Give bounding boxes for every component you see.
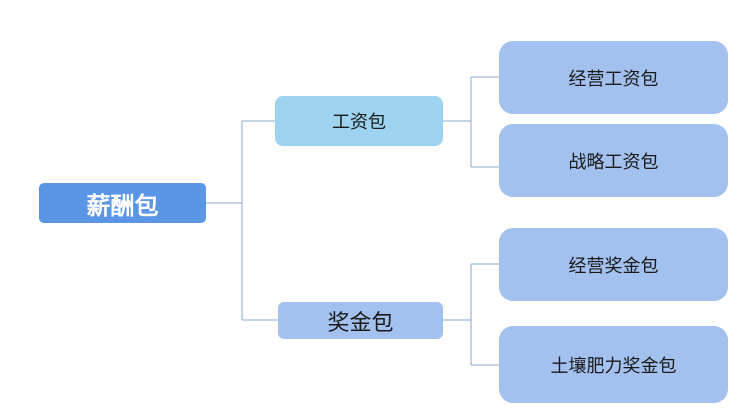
- branch-node-gongzibao: 工资包: [275, 96, 443, 146]
- leaf-node-jingying-jiangjinbao: 经营奖金包: [499, 228, 728, 301]
- branch-node-jiangjinbao: 奖金包: [278, 302, 443, 339]
- leaf-node-zhanlue-gongzibao: 战略工资包: [499, 124, 728, 197]
- leaf-node-jingying-gongzibao: 经营工资包: [499, 41, 728, 114]
- root-node-xinchoubao: 薪酬包: [39, 183, 206, 223]
- leaf-node-turang-feili-jiangjinbao: 土壤肥力奖金包: [499, 326, 728, 403]
